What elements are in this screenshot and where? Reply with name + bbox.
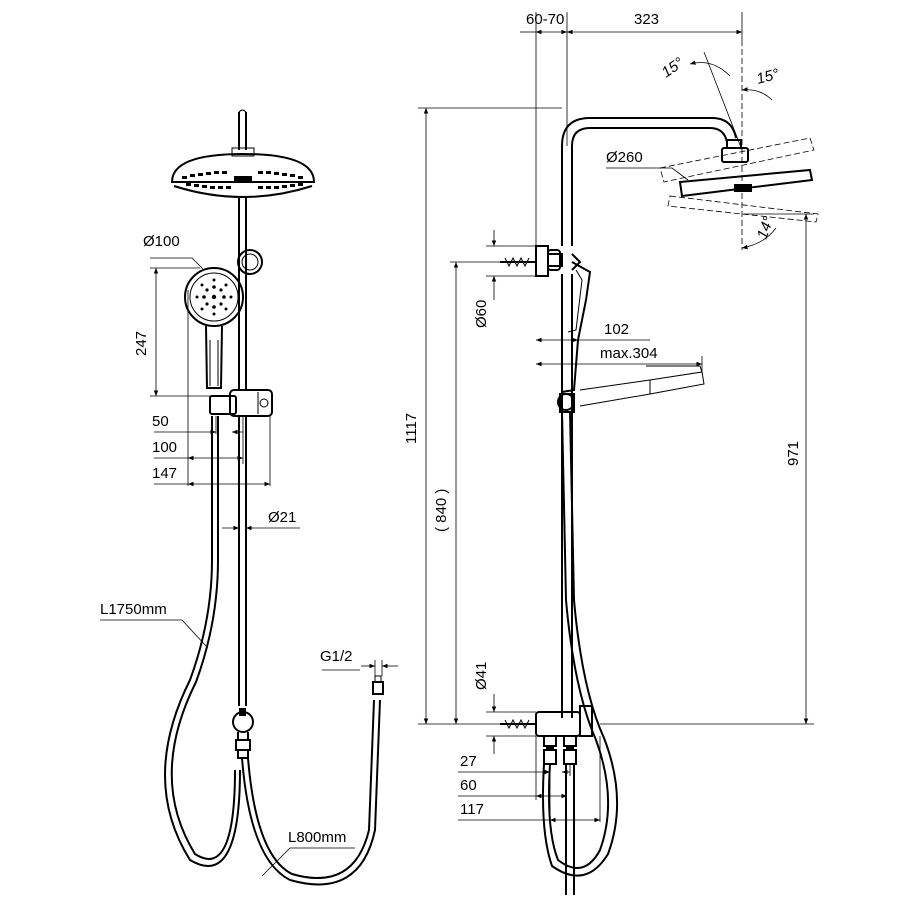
label-angle-15-right: 15° — [755, 66, 781, 88]
dimensions-side — [418, 12, 814, 823]
label-840: ( 840 ) — [433, 489, 450, 532]
front-view: Ø100 247 50 100 147 Ø21 L1750mm G1/2 L80… — [100, 109, 398, 886]
hand-shower-front — [184, 267, 244, 389]
label-d60: Ø60 — [473, 300, 490, 328]
label-d260: Ø260 — [606, 149, 643, 166]
label-d100: Ø100 — [143, 233, 180, 250]
hand-shower-side — [557, 261, 705, 413]
label-l800: L800mm — [288, 829, 346, 846]
label-147: 147 — [152, 465, 177, 482]
label-d41: Ø41 — [473, 662, 490, 690]
side-view: 60-70 323 15° 15° Ø260 14° 1117 ( 840 ) … — [403, 11, 819, 895]
shower-hose-front — [164, 416, 384, 886]
label-60: 60 — [460, 777, 477, 794]
dimensions-front — [100, 257, 398, 877]
label-50: 50 — [152, 413, 169, 430]
label-247: 247 — [133, 331, 150, 356]
label-angle-15-left: 15° — [659, 54, 687, 81]
overhead-shower-side — [659, 40, 819, 250]
label-971: 971 — [785, 441, 802, 466]
label-323: 323 — [634, 11, 659, 28]
mixer-body-side — [500, 705, 593, 765]
slider-holder-front — [209, 389, 273, 417]
label-117: 117 — [460, 801, 484, 818]
riser-pipe-side — [561, 117, 737, 718]
label-angle-14: 14° — [754, 214, 778, 241]
shower-rail-front — [237, 208, 263, 706]
label-100: 100 — [152, 439, 177, 456]
label-d21: Ø21 — [268, 509, 296, 526]
label-60-70: 60-70 — [526, 11, 564, 28]
shower-hose-side — [542, 411, 619, 895]
label-102: 102 — [604, 321, 629, 338]
wall-bracket-side — [500, 245, 582, 277]
label-27: 27 — [460, 753, 477, 770]
label-max304: max.304 — [600, 345, 658, 362]
diverter-front — [232, 708, 254, 759]
label-g12: G1/2 — [320, 648, 353, 665]
label-l1750: L1750mm — [100, 601, 167, 618]
label-1117: 1117 — [403, 413, 420, 444]
overhead-shower-front — [170, 109, 316, 210]
